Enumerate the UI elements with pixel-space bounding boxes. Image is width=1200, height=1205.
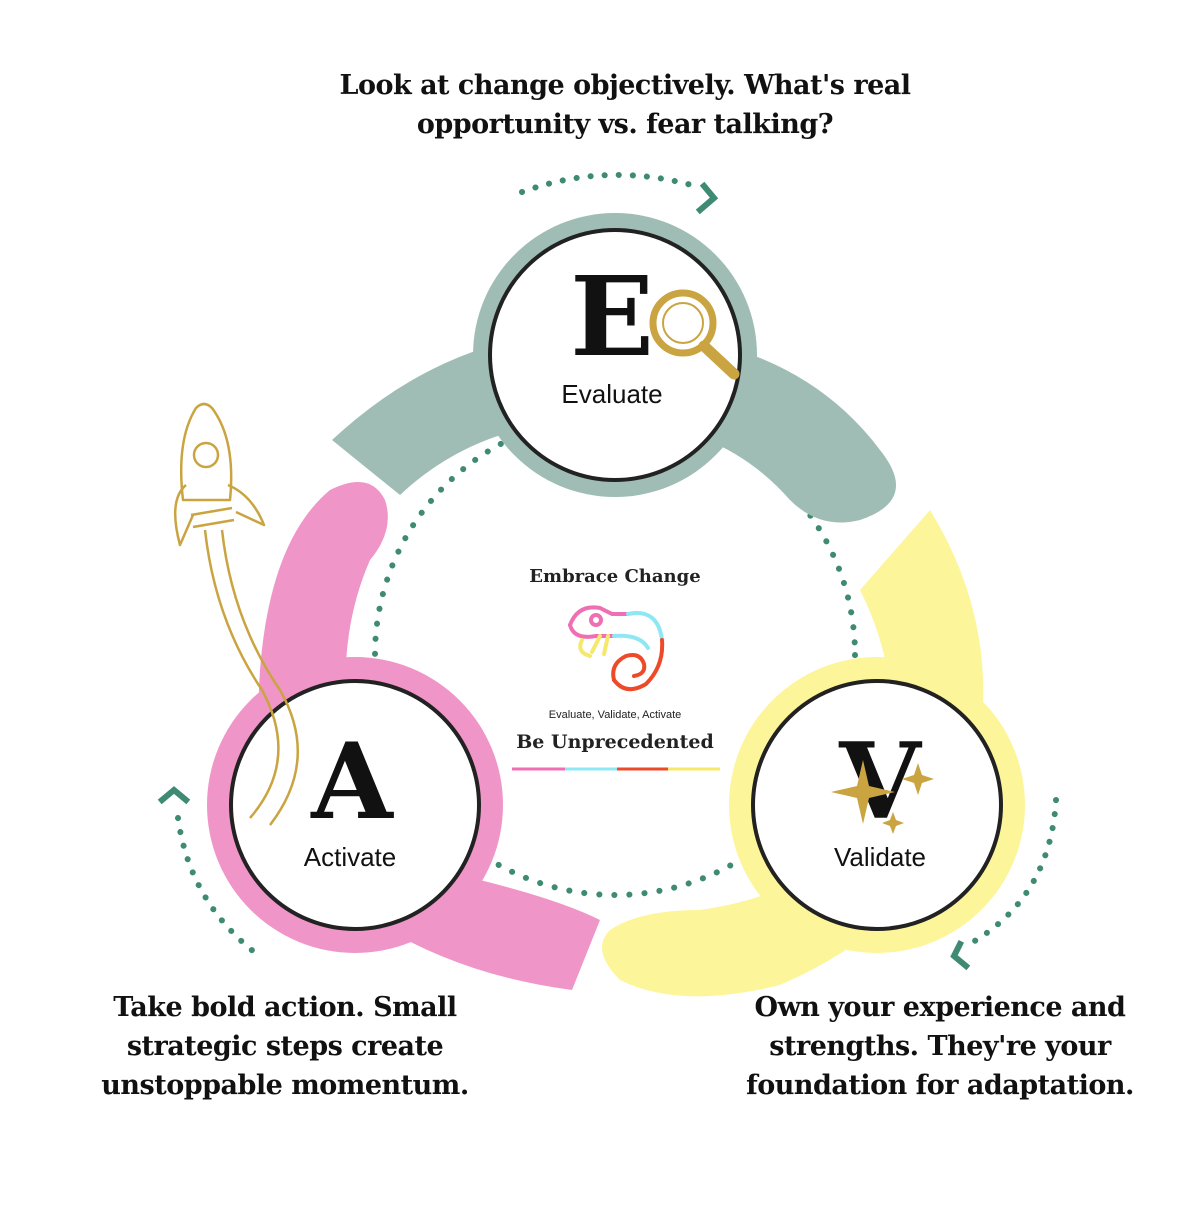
activate-caption: Take bold action. Small strategic steps …	[70, 988, 500, 1105]
center-subtitle: Evaluate, Validate, Activate	[549, 709, 682, 721]
evaluate-dotted-arrow	[522, 175, 714, 210]
center-tagline: Be Unprecedented	[516, 731, 714, 753]
validate-label: Validate	[834, 842, 926, 872]
validate-node: V Validate	[729, 657, 1025, 953]
activate-letter: A	[310, 719, 394, 843]
evaluate-label: Evaluate	[561, 379, 662, 409]
evaluate-caption: Look at change objectively. What's real …	[300, 66, 950, 144]
evaluate-node: E Evaluate	[473, 213, 757, 497]
validate-caption: Own your experience and strengths. They'…	[720, 988, 1160, 1105]
center-title: Embrace Change	[529, 566, 700, 587]
activate-node: A Activate	[207, 657, 503, 953]
evaluate-letter: E	[570, 252, 654, 381]
activate-label: Activate	[304, 842, 397, 872]
chameleon-icon	[570, 607, 662, 689]
center-emblem: Embrace Change Evaluate, Validate, Activ…	[512, 566, 720, 769]
